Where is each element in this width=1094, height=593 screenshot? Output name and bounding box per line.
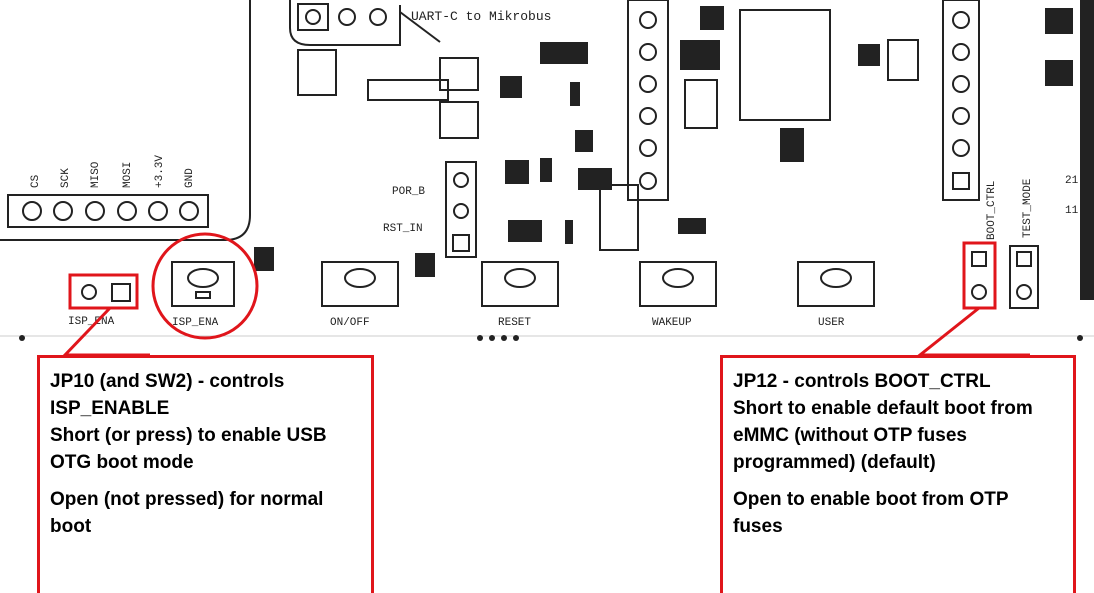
button-on-off	[321, 261, 399, 307]
button-reset	[481, 261, 559, 307]
pin-label-cs: CS	[30, 174, 42, 188]
sw2-label: ISP_ENA	[172, 317, 219, 329]
rst-in-label: RST_IN	[383, 223, 423, 235]
boot-ctrl-label: BOOT_CTRL	[986, 181, 998, 240]
test-mode-label: TEST_MODE	[1022, 178, 1034, 238]
ic-cluster	[254, 0, 1094, 300]
reset-header	[445, 161, 477, 258]
jp10-callout-line1: Short (or press) to enable USB OTG boot …	[50, 425, 327, 473]
jp10-callout: JP10 (and SW2) - controls ISP_ENABLE Sho…	[37, 355, 374, 593]
pin-number-21: 21	[1065, 175, 1079, 187]
user-label: USER	[818, 317, 845, 329]
jp10-label: ISP_ENA	[68, 316, 115, 328]
pin-label-gnd: GND	[184, 168, 196, 188]
spi-header: CS SCK MISO MOSI +3.3V GND	[7, 155, 209, 228]
jp10-jumper	[68, 273, 139, 310]
wakeup-label: WAKEUP	[652, 317, 692, 329]
jp12-jumper	[962, 241, 997, 310]
jp10-callout-line2: Open (not pressed) for normal boot	[50, 489, 324, 537]
callout-right-pointer	[915, 306, 1030, 357]
reset-label: RESET	[498, 317, 531, 329]
button-user	[797, 261, 875, 307]
edge-holes	[19, 335, 1083, 341]
pin-label-mosi: MOSI	[122, 162, 134, 188]
pin-label-sck: SCK	[60, 168, 72, 188]
on-off-label: ON/OFF	[330, 317, 370, 329]
sw2-switch	[151, 232, 259, 340]
pin-header-center	[627, 0, 669, 201]
test-mode-jumper	[1009, 245, 1039, 309]
top-connector	[289, 0, 401, 46]
button-wakeup	[639, 261, 717, 307]
por-b-label: POR_B	[392, 186, 425, 198]
jp12-callout-line1: Short to enable default boot from eMMC (…	[733, 398, 1033, 473]
pin-label-3v3: +3.3V	[154, 155, 166, 188]
jp10-callout-title: JP10 (and SW2) - controls ISP_ENABLE	[50, 371, 285, 419]
pin-header-right	[942, 0, 980, 201]
pin-number-11: 11	[1065, 205, 1079, 217]
jp12-callout-line2: Open to enable boot from OTP fuses	[733, 489, 1009, 537]
pin-label-miso: MISO	[90, 161, 102, 188]
jp12-callout-title: JP12 - controls BOOT_CTRL	[733, 371, 991, 392]
uart-label: UART-C to Mikrobus	[411, 9, 551, 24]
jp12-callout: JP12 - controls BOOT_CTRL Short to enabl…	[720, 355, 1076, 593]
